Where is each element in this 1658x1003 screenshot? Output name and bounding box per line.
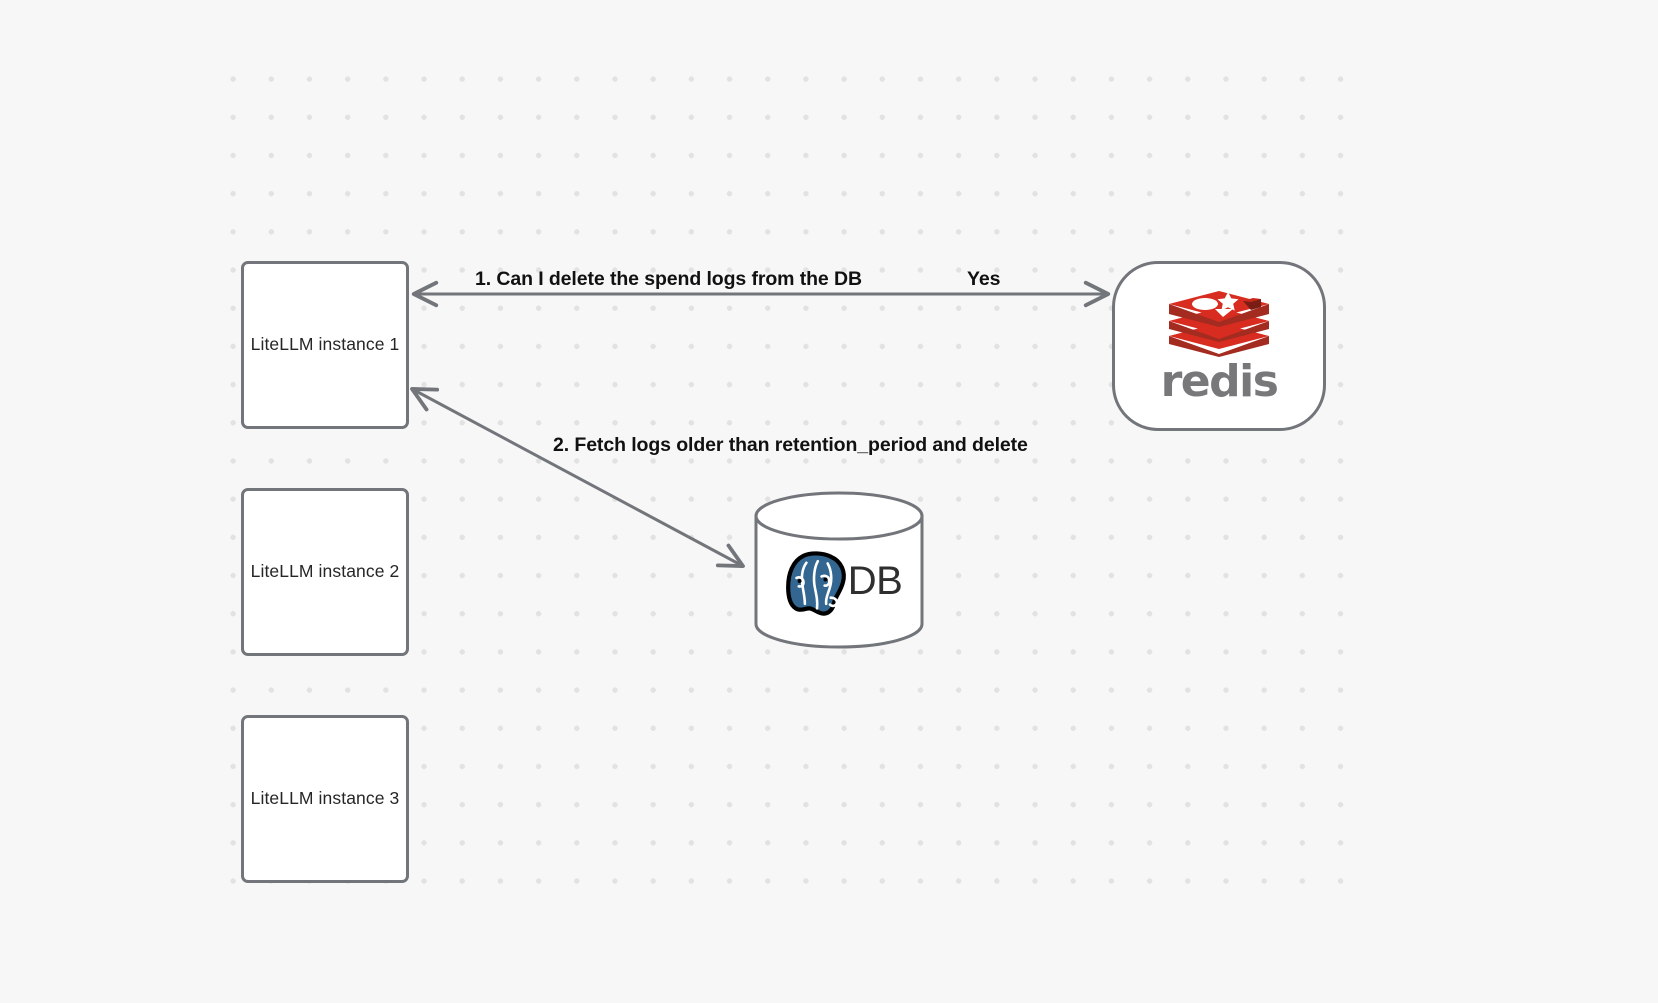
database-label: DB xyxy=(847,559,903,603)
database-content: DB xyxy=(753,535,925,627)
node-litellm-instance-3-label: LiteLLM instance 3 xyxy=(250,788,400,809)
edge-label-step-1: 1. Can I delete the spend logs from the … xyxy=(475,268,862,290)
node-litellm-instance-2-label: LiteLLM instance 2 xyxy=(250,561,400,582)
node-litellm-instance-3[interactable]: LiteLLM instance 3 xyxy=(241,715,409,883)
edge-litellm1-db xyxy=(410,387,745,568)
edge-label-yes: Yes xyxy=(967,268,1001,290)
node-database[interactable]: DB xyxy=(753,491,925,649)
edge-label-step-2: 2. Fetch logs older than retention_perio… xyxy=(553,434,1028,456)
node-litellm-instance-1[interactable]: LiteLLM instance 1 xyxy=(241,261,409,429)
redis-logo-icon xyxy=(1169,291,1269,357)
node-litellm-instance-1-label: LiteLLM instance 1 xyxy=(250,334,400,355)
node-redis[interactable]: redis xyxy=(1112,261,1326,431)
redis-logo-wrap: redis xyxy=(1160,284,1279,407)
node-litellm-instance-2[interactable]: LiteLLM instance 2 xyxy=(241,488,409,656)
redis-wordmark: redis xyxy=(1160,356,1279,407)
postgresql-elephant-icon xyxy=(785,551,846,616)
